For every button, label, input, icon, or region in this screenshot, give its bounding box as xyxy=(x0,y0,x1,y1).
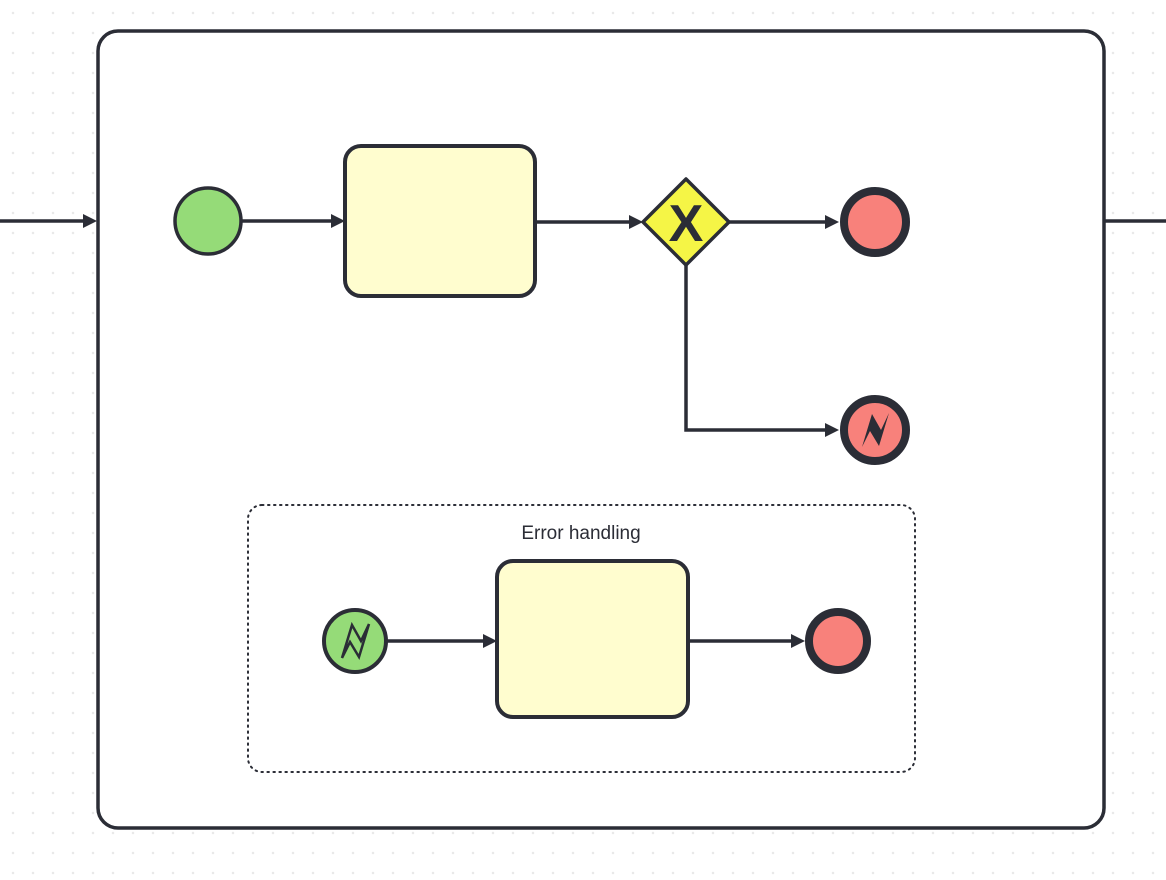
flow-error-task-to-end[interactable] xyxy=(688,634,805,648)
error-subprocess-label: Error handling xyxy=(521,523,640,544)
flow-start-to-task[interactable] xyxy=(242,214,345,228)
arrowhead-icon xyxy=(825,215,839,229)
flow-error-start-to-task[interactable] xyxy=(387,634,497,648)
arrowhead-icon xyxy=(791,634,805,648)
arrowhead-icon xyxy=(483,634,497,648)
arrowhead-icon xyxy=(825,423,839,437)
incoming-flow[interactable] xyxy=(0,214,97,228)
arrowhead-icon xyxy=(83,214,97,228)
arrowhead-icon xyxy=(629,215,643,229)
arrowhead-icon xyxy=(331,214,345,228)
error-task[interactable] xyxy=(495,559,690,719)
flow-task-to-gateway[interactable] xyxy=(535,215,643,229)
flow-gateway-to-end[interactable] xyxy=(729,215,839,229)
error-start-event[interactable] xyxy=(322,608,388,674)
start-event[interactable] xyxy=(173,186,243,256)
main-task[interactable] xyxy=(343,144,537,298)
error-icon-filled xyxy=(862,413,889,447)
error-start-event-circle[interactable] xyxy=(322,608,388,674)
error-subprocess-end-event[interactable] xyxy=(805,608,871,674)
flow-gateway-to-error-end[interactable] xyxy=(684,265,839,437)
gateway-x-marker: X xyxy=(669,195,704,253)
flow-gateway-to-error-end-line[interactable] xyxy=(684,265,826,432)
error-icon-outline xyxy=(340,621,371,661)
error-end-event[interactable] xyxy=(840,395,910,465)
exclusive-gateway[interactable]: X xyxy=(641,177,731,267)
error-handling-subprocess[interactable]: Error handling xyxy=(247,504,916,773)
end-event[interactable] xyxy=(840,187,910,257)
